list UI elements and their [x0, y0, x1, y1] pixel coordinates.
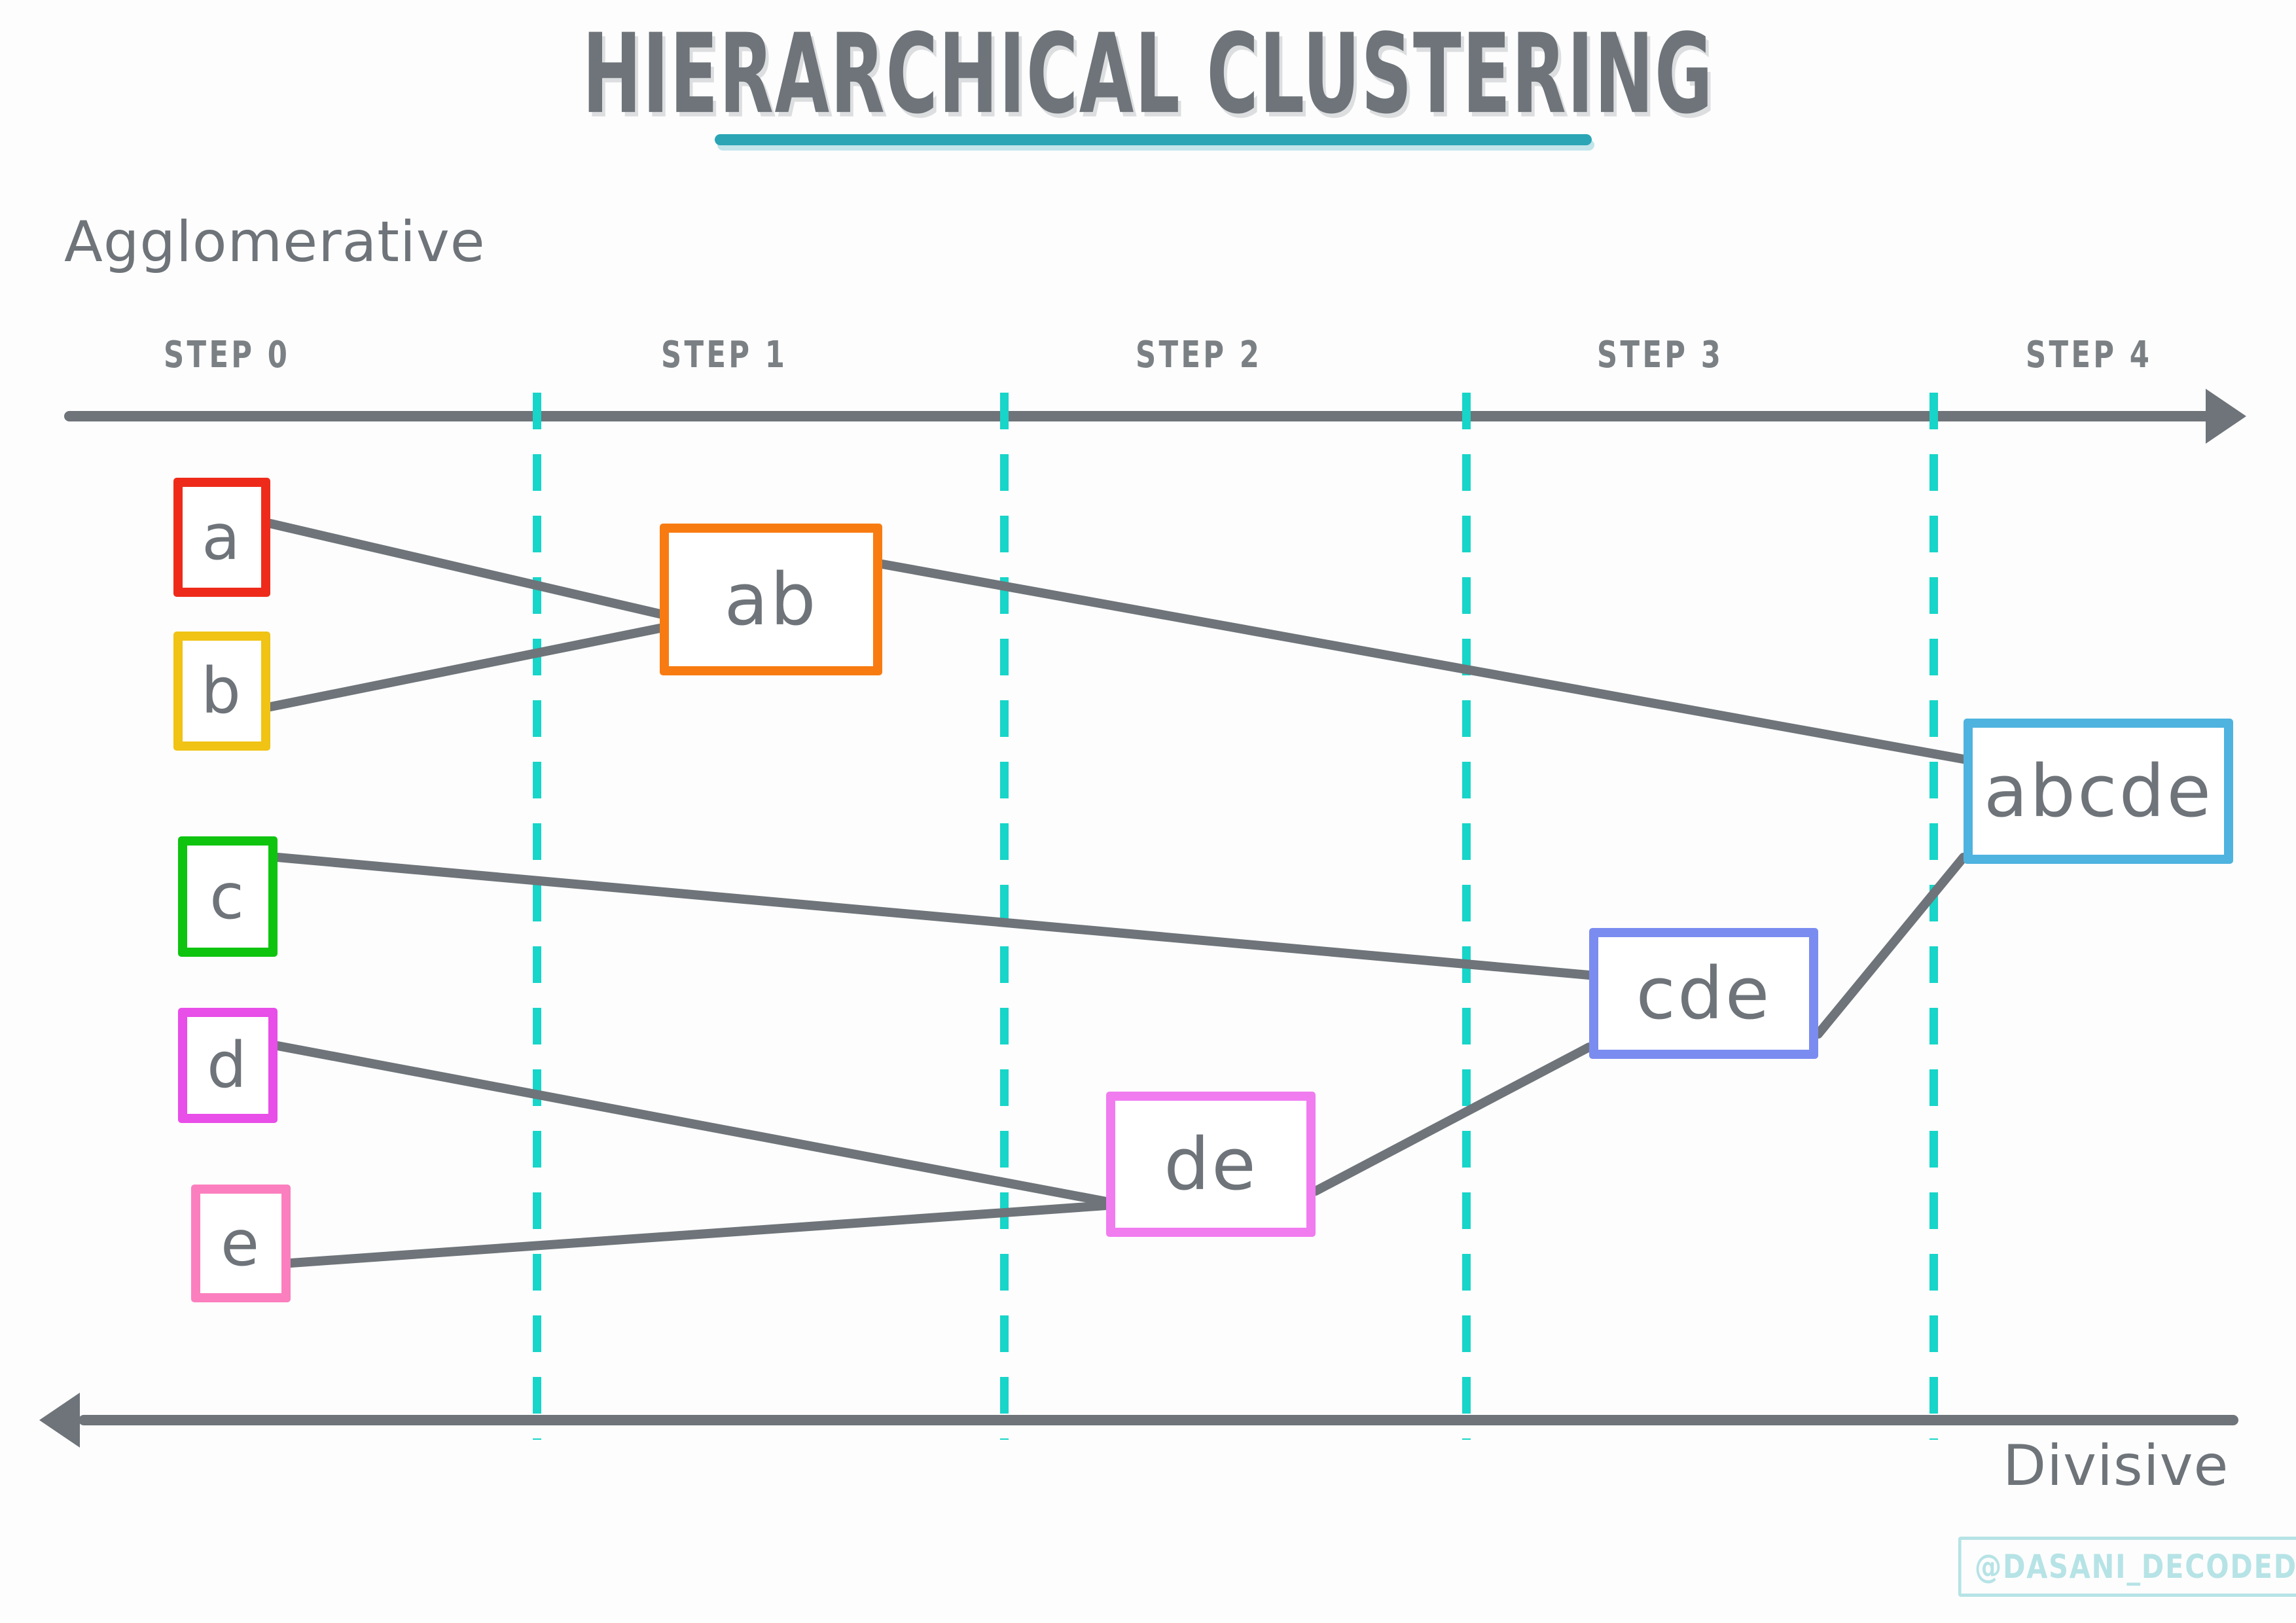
connector-e-to-de [286, 1201, 1111, 1268]
cluster-label-d: d [207, 1029, 249, 1102]
cluster-box-ab[interactable]: ab [660, 524, 882, 675]
watermark: @DASANI_DECODED [1958, 1537, 2296, 1597]
cluster-box-e[interactable]: e [191, 1185, 291, 1302]
title-block: HIERARCHICAL CLUSTERING [0, 20, 2296, 130]
cluster-label-abcde: abcde [1983, 749, 2214, 833]
connector-de-to-cde [1311, 1043, 1594, 1196]
agglomerative-label: Agglomerative [64, 209, 486, 275]
cluster-box-d[interactable]: d [178, 1008, 278, 1123]
step-label-0: STEP 0 [164, 334, 291, 376]
step-label-4: STEP 4 [2026, 334, 2153, 376]
step-separator-3 [1929, 393, 1938, 1440]
connector-b-to-ab [266, 624, 664, 711]
step-label-2: STEP 2 [1136, 334, 1263, 376]
cluster-label-e: e [220, 1207, 262, 1280]
step-label-1: STEP 1 [661, 334, 788, 376]
step-separator-0 [533, 393, 541, 1440]
connector-c-to-cde [273, 853, 1594, 980]
cluster-box-cde[interactable]: cde [1589, 928, 1818, 1059]
cluster-label-cde: cde [1636, 952, 1772, 1035]
cluster-box-b[interactable]: b [173, 632, 270, 751]
connector-a-to-ab [266, 519, 664, 618]
cluster-box-de[interactable]: de [1106, 1092, 1316, 1237]
divisive-label: Divisive [2003, 1433, 2229, 1499]
connector-cde-to-abcde [1814, 853, 1968, 1039]
page-title: HIERARCHICAL CLUSTERING [582, 10, 1714, 139]
connector-ab-to-abcde [878, 560, 1968, 764]
cluster-label-de: de [1164, 1122, 1258, 1206]
cluster-label-c: c [209, 860, 246, 933]
bottom-axis-arrow-icon [39, 1393, 80, 1448]
cluster-label-b: b [201, 654, 243, 728]
cluster-label-a: a [202, 501, 242, 574]
step-separator-1 [1000, 393, 1009, 1440]
cluster-label-ab: ab [724, 558, 818, 641]
cluster-box-abcde[interactable]: abcde [1964, 719, 2233, 864]
bottom-axis-line [79, 1415, 2238, 1425]
cluster-box-a[interactable]: a [173, 478, 270, 597]
top-axis-arrow-icon [2206, 389, 2246, 444]
step-label-3: STEP 3 [1597, 334, 1724, 376]
cluster-box-c[interactable]: c [178, 836, 278, 957]
step-separator-2 [1462, 393, 1471, 1440]
top-axis-line [64, 411, 2217, 421]
title-underline [715, 134, 1592, 145]
connector-d-to-de [273, 1041, 1111, 1206]
